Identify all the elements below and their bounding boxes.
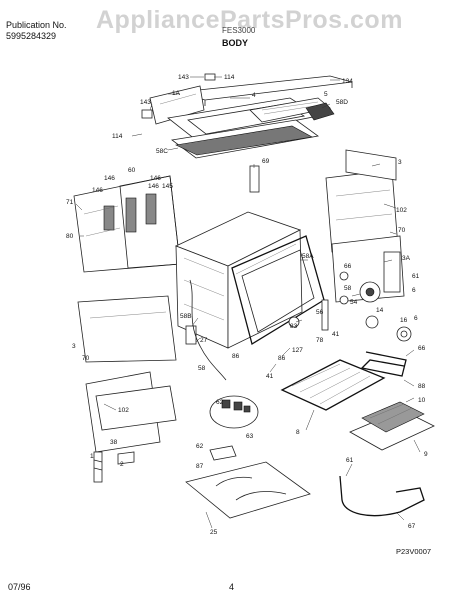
callout-25: 25 [210, 529, 218, 536]
top-pad-58D [305, 102, 335, 121]
callout-14: 14 [376, 307, 384, 314]
callout-61-b: 61 [346, 457, 354, 464]
wiring-harness [189, 279, 227, 381]
callout-4: 4 [252, 92, 256, 99]
footer-page-number: 4 [229, 582, 235, 592]
callout-67: 67 [408, 523, 416, 530]
publication-number: 5995284329 [6, 31, 57, 41]
fan-motor-assembly [321, 271, 412, 342]
callout-78: 78 [316, 337, 324, 344]
leg-69 [249, 165, 260, 193]
callout-3-b: 3 [72, 343, 76, 350]
broil-element [360, 351, 407, 377]
callout-2: 2 [120, 461, 124, 468]
callout-102: 102 [396, 207, 407, 214]
back-panel-3A [331, 235, 405, 303]
callout-62: 62 [216, 399, 224, 406]
callout-102-b: 102 [118, 407, 129, 414]
broiler-pan [349, 401, 435, 451]
left-side-panel [73, 175, 181, 273]
callout-3A: 3A [402, 255, 411, 262]
callout-58C: 58C [156, 148, 168, 155]
cooktop-bottom-pan [185, 461, 311, 519]
callout-66-b: 66 [418, 345, 426, 352]
storage-drawer-panel [85, 371, 177, 453]
callout-58D: 58D [336, 99, 348, 106]
callout-56: 56 [316, 309, 324, 316]
callout-146-a: 146 [104, 175, 115, 182]
oven-rack-upper [280, 359, 386, 411]
diagram-code: P23V0007 [396, 547, 431, 556]
callout-88: 88 [418, 383, 426, 390]
callout-114-b: 114 [112, 133, 123, 140]
callout-38: 38 [110, 439, 118, 446]
callout-80: 80 [66, 233, 74, 240]
control-switch-assembly [209, 395, 259, 429]
callout-145: 145 [162, 183, 173, 190]
callout-27: 27 [200, 337, 208, 344]
callout-86: 86 [278, 355, 286, 362]
callout-70-b: 70 [82, 355, 90, 362]
callout-1A: 1A [172, 90, 181, 97]
callout-58-b: 58 [198, 365, 206, 372]
callout-127: 127 [292, 347, 303, 354]
callout-6: 6 [412, 287, 416, 294]
leveling-leg [93, 451, 135, 483]
side-trim-left [149, 85, 205, 125]
callout-86-b: 86 [232, 353, 240, 360]
callout-71: 71 [66, 199, 74, 206]
callout-10: 10 [418, 397, 426, 404]
callout-1: 1 [90, 453, 94, 460]
callout-146-d: 146 [148, 183, 159, 190]
callout-63: 63 [246, 433, 254, 440]
callout-62-b: 62 [196, 443, 204, 450]
callout-8: 8 [296, 429, 300, 436]
callout-134: 134 [342, 78, 353, 85]
callout-16: 16 [400, 317, 408, 324]
callout-60: 60 [128, 167, 136, 174]
callout-87: 87 [196, 463, 204, 470]
callout-58A: 58A [302, 253, 314, 260]
callout-83: 83 [290, 323, 298, 330]
bake-element [339, 475, 425, 517]
callout-41: 41 [332, 331, 340, 338]
callout-143: 143 [178, 74, 189, 81]
callout-labels: 143 114 134 1A 4 5 143 58D 114 58C 69 60… [66, 74, 431, 556]
publication-label: Publication No. [6, 20, 67, 30]
oven-cavity [174, 211, 303, 349]
element-terminal-block [209, 445, 237, 461]
callout-69: 69 [262, 158, 270, 165]
callout-114: 114 [224, 74, 235, 81]
callout-3: 3 [398, 159, 402, 166]
callout-146-c: 146 [92, 187, 103, 194]
lower-back-panel [77, 295, 177, 363]
footer-date: 07/96 [8, 582, 31, 592]
callout-41-b: 41 [266, 373, 274, 380]
callout-9: 9 [424, 451, 428, 458]
callout-6-b: 6 [414, 315, 418, 322]
callout-146-b: 146 [150, 175, 161, 182]
callout-54: 54 [350, 299, 358, 306]
section-title: BODY [222, 38, 249, 48]
model-number: FES3000 [222, 26, 256, 35]
leader-lines [75, 76, 421, 529]
watermark: AppliancePartsPros.com [96, 6, 403, 34]
door-hinge-27 [185, 325, 197, 345]
callout-5: 5 [324, 91, 328, 98]
right-side-panel [325, 149, 399, 253]
callout-66: 66 [344, 263, 352, 270]
callout-58: 58 [344, 285, 352, 292]
callout-70: 70 [398, 227, 406, 234]
callout-61: 61 [412, 273, 420, 280]
callout-58B: 58B [180, 313, 192, 320]
callout-143-b: 143 [140, 99, 151, 106]
